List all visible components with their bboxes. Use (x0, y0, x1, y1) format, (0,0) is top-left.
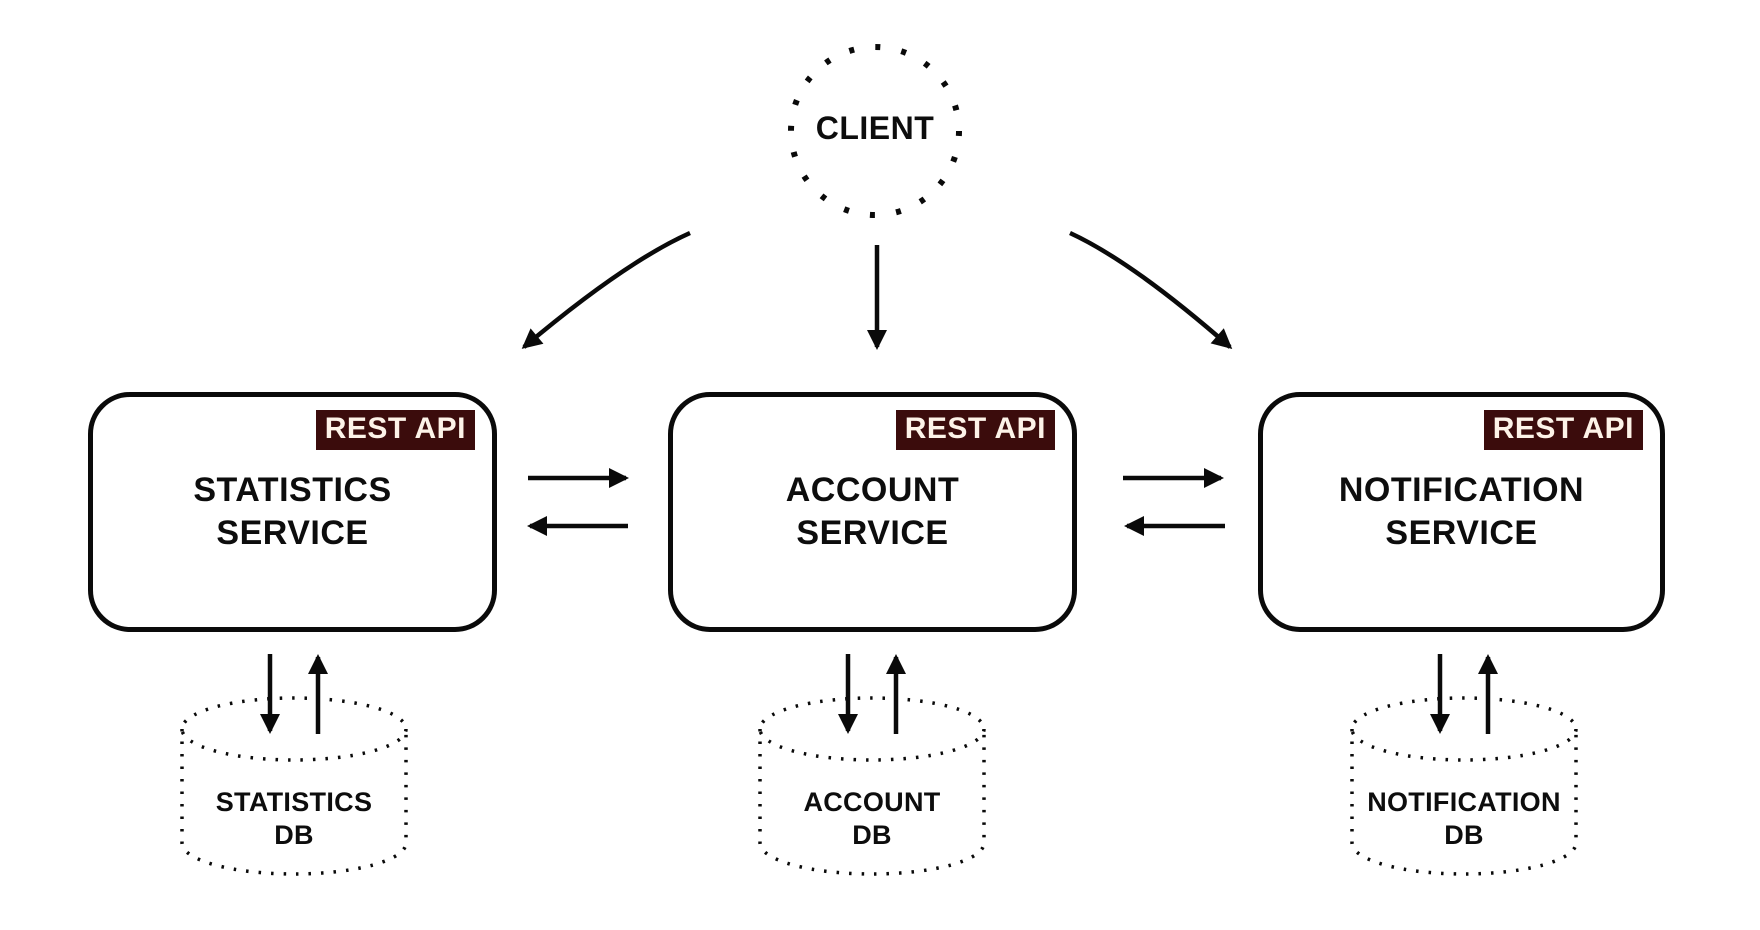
service-box-notification: REST API NOTIFICATION SERVICE (1258, 392, 1665, 632)
service-name-label: ACCOUNT SERVICE (785, 471, 960, 552)
service-name-label: STATISTICS SERVICE (193, 471, 392, 552)
rest-api-badge: REST API (315, 410, 475, 450)
service-box-statistics: REST API STATISTICS SERVICE (88, 392, 497, 632)
client-to-notification-arrow (1069, 230, 1233, 349)
service-box-account: REST API ACCOUNT SERVICE (668, 392, 1077, 632)
db-label-notification: NOTIFICATION DB (1367, 787, 1561, 850)
rest-api-badge: REST API (895, 410, 1055, 450)
client-label: CLIENT (815, 110, 935, 146)
account-db-cylinder (758, 696, 986, 876)
db-label-account: ACCOUNT DB (803, 787, 941, 850)
notification-db-cylinder (1350, 696, 1578, 876)
db-label-statistics: STATISTICS DB (215, 787, 373, 850)
statistics-db-cylinder (180, 696, 408, 876)
service-name-label: NOTIFICATION SERVICE (1338, 471, 1585, 552)
client-to-statistics-arrow (521, 230, 691, 349)
client-node-outline (788, 44, 962, 218)
rest-api-badge: REST API (1483, 410, 1643, 450)
